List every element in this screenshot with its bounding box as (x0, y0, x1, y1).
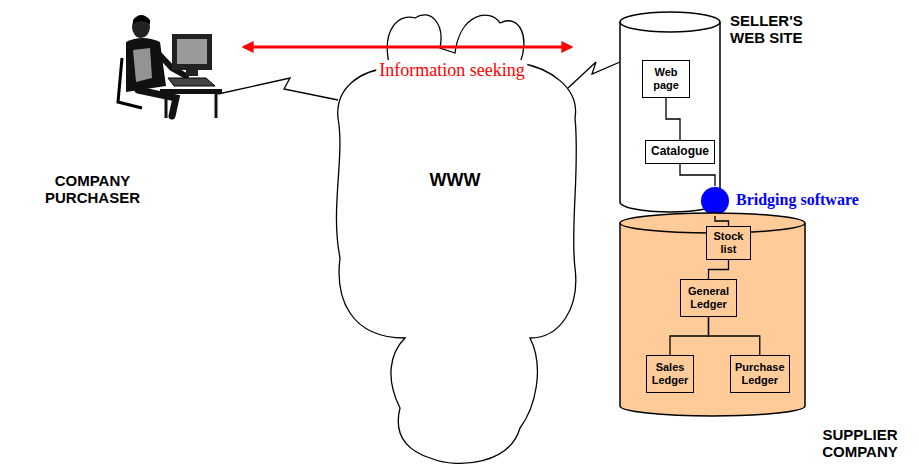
box-text: Catalogue (651, 145, 709, 159)
page-box: Web page (642, 60, 690, 98)
network-zigzag (218, 78, 338, 100)
ledger-box: Purchase Ledger (730, 355, 790, 393)
link-line (680, 164, 715, 186)
link-line (670, 317, 709, 355)
ledger-box: Sales Ledger (646, 355, 694, 393)
link-line (715, 216, 729, 226)
box-text: Web page (647, 66, 685, 91)
catalogue-box: Catalogue (645, 140, 715, 164)
keyboard (168, 78, 215, 86)
website-cylinder: SELLER'S WEB SITEWeb pageCatalogue (620, 12, 720, 212)
network-zigzag (568, 62, 620, 88)
purchaser-figure (118, 15, 222, 118)
node-heading: SELLER'S WEB SITE (730, 12, 825, 47)
desk-legs (166, 94, 216, 118)
ledger-box: General Ledger (680, 279, 737, 317)
monitor-stand (186, 70, 198, 76)
cylinder-body (620, 213, 805, 416)
node-heading: Bridging software (736, 191, 896, 209)
box-text: Sales Ledger (651, 361, 689, 386)
cylinder-body (620, 12, 720, 212)
cylinder-rim (620, 22, 720, 32)
person-head (132, 16, 150, 38)
person-shirt (133, 48, 152, 82)
company-cylinder: SUPPLIER COMPANYStock listGeneral Ledger… (620, 213, 805, 416)
link-line (666, 98, 680, 140)
arrow-label: Information seeking (376, 60, 527, 82)
box-text: Purchase Ledger (735, 361, 785, 386)
link-line (709, 260, 729, 279)
monitor-screen (177, 39, 207, 64)
bridge-circle: Bridging software (700, 186, 730, 216)
person-hair (133, 15, 150, 24)
cloud-path (336, 15, 576, 464)
circle-mark (700, 186, 730, 216)
box-text: Stock list (711, 230, 746, 255)
person-body (126, 38, 166, 92)
ledger-box: Stock list (706, 226, 751, 260)
cylinder-outline (620, 12, 720, 212)
link-line (709, 317, 760, 355)
node-heading: SUPPLIER COMPANY (810, 426, 910, 461)
desk (160, 89, 222, 94)
node-heading: WWW (330, 170, 580, 191)
monitor (172, 34, 212, 70)
information-arrow (244, 46, 571, 49)
actor-label: COMPANY PURCHASER (30, 172, 155, 207)
box-text: General Ledger (685, 285, 732, 310)
bridge-dot (701, 187, 729, 215)
